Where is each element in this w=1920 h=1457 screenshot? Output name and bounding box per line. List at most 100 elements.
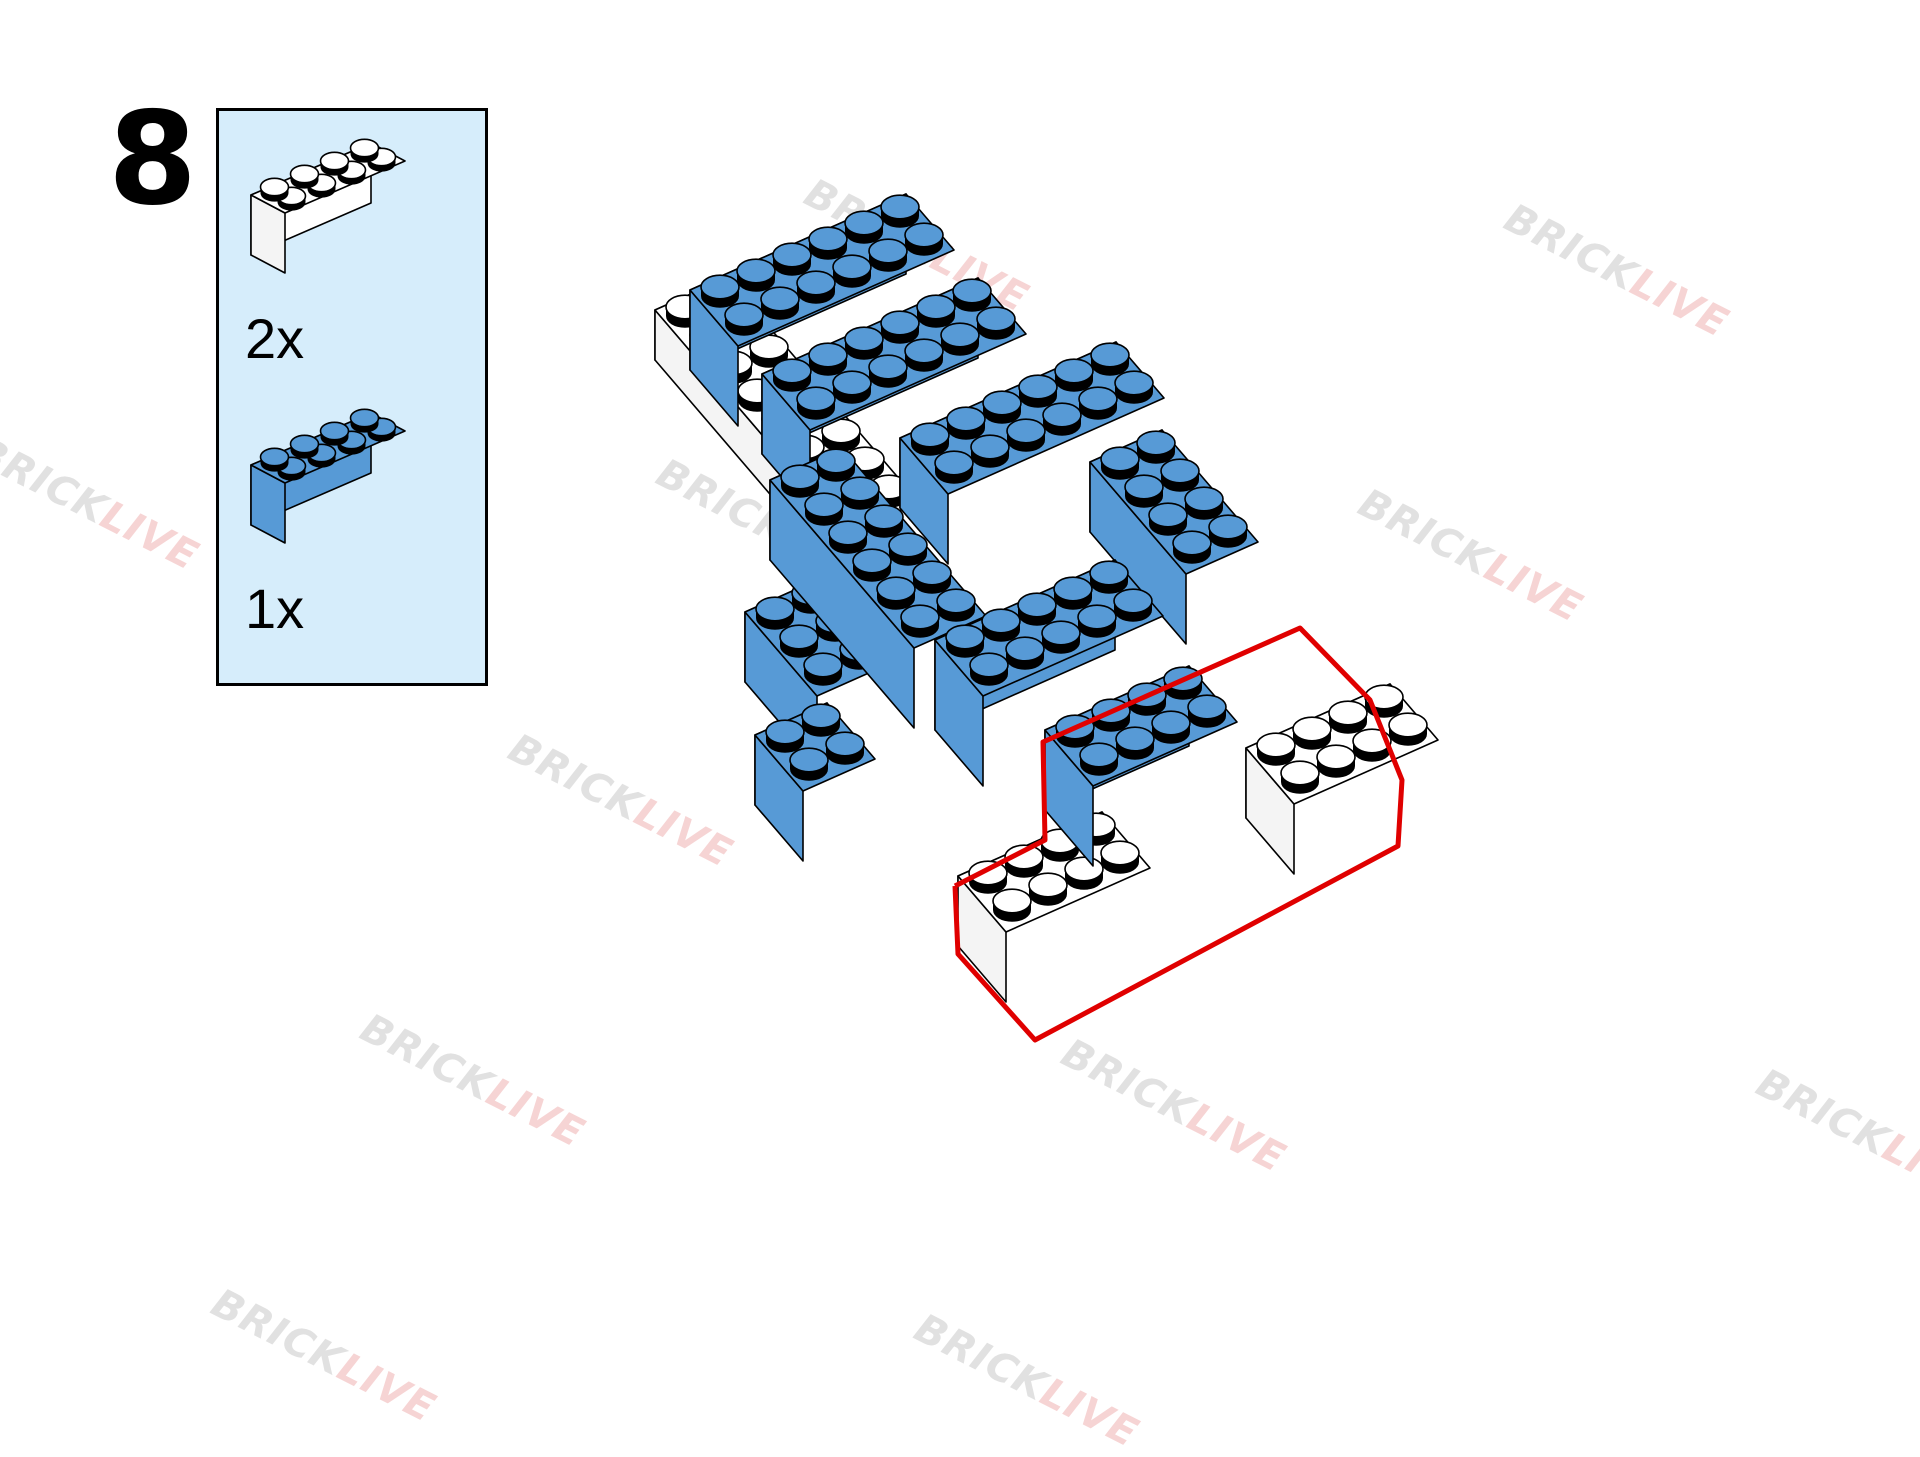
stud xyxy=(1388,712,1428,746)
stud xyxy=(1136,430,1176,464)
new-parts-highlight xyxy=(952,625,1405,1043)
stud xyxy=(1280,760,1320,794)
blue-brick-top-2 xyxy=(761,277,1027,511)
stud xyxy=(904,338,944,372)
stud xyxy=(1079,742,1119,776)
stud xyxy=(828,520,868,554)
stud xyxy=(772,242,812,276)
part-white-brick-2x4 xyxy=(250,138,406,274)
stud xyxy=(1089,560,1129,594)
stud xyxy=(1053,576,1093,610)
new-white-brick-1 xyxy=(957,811,1151,1003)
stud xyxy=(808,342,848,376)
stud xyxy=(349,408,380,433)
stud xyxy=(832,254,872,288)
stud xyxy=(1005,636,1045,670)
stud xyxy=(868,354,908,388)
stud xyxy=(736,258,776,292)
stud xyxy=(952,278,992,312)
stud xyxy=(1004,844,1044,878)
stud xyxy=(1100,840,1140,874)
blue-brick-left-bottom xyxy=(754,702,876,862)
stud xyxy=(1078,386,1118,420)
panel-brick xyxy=(250,408,406,544)
parts-list-panel: 2x 1x xyxy=(216,108,488,686)
stud xyxy=(832,370,872,404)
part-blue-brick-2x4 xyxy=(250,408,406,544)
panel-brick xyxy=(250,138,406,274)
stud xyxy=(976,306,1016,340)
stud xyxy=(1041,620,1081,654)
stud xyxy=(969,652,1009,686)
stud xyxy=(760,286,800,320)
stud xyxy=(1187,694,1227,728)
stud xyxy=(1115,726,1155,760)
stud xyxy=(936,588,976,622)
stud xyxy=(796,386,836,420)
stud xyxy=(1017,592,1057,626)
stud xyxy=(1113,588,1153,622)
stud xyxy=(803,652,843,686)
stud xyxy=(1114,370,1154,404)
stud xyxy=(916,294,956,328)
stud xyxy=(1256,732,1296,766)
stud xyxy=(888,532,928,566)
stud xyxy=(1151,710,1191,744)
stud xyxy=(1090,342,1130,376)
stud xyxy=(700,274,740,308)
stud xyxy=(940,322,980,356)
stud xyxy=(946,406,986,440)
blue-brick-top-1 xyxy=(689,193,955,427)
stud xyxy=(259,177,290,202)
stud xyxy=(319,421,350,446)
stud xyxy=(724,302,764,336)
stud xyxy=(864,504,904,538)
blue-brick-center-long xyxy=(769,447,987,729)
stud xyxy=(1077,604,1117,638)
stud xyxy=(934,450,974,484)
stud xyxy=(816,448,856,482)
stud xyxy=(904,222,944,256)
stud xyxy=(876,576,916,610)
stud xyxy=(1172,530,1212,564)
stud xyxy=(1028,872,1068,906)
stud xyxy=(1316,744,1356,778)
stud xyxy=(945,624,985,658)
stud xyxy=(821,418,861,452)
stud xyxy=(1148,502,1188,536)
stud xyxy=(825,731,865,765)
stud xyxy=(880,310,920,344)
stud xyxy=(1006,418,1046,452)
stud xyxy=(982,390,1022,424)
stud xyxy=(880,194,920,228)
stud xyxy=(1100,446,1140,480)
stud xyxy=(1208,514,1248,548)
stud xyxy=(804,492,844,526)
stud xyxy=(289,164,320,189)
stud xyxy=(900,604,940,638)
stud xyxy=(1054,358,1094,392)
part-quantity: 2x xyxy=(245,307,305,370)
stud xyxy=(844,210,884,244)
blue-brick-right xyxy=(1089,429,1259,645)
blue-brick-front xyxy=(934,559,1164,787)
stud xyxy=(796,270,836,304)
stud xyxy=(844,326,884,360)
stud xyxy=(840,476,880,510)
stud xyxy=(349,138,380,163)
new-white-brick-2 xyxy=(1245,683,1439,875)
stud xyxy=(1018,374,1058,408)
stud xyxy=(772,358,812,392)
stud xyxy=(1160,458,1200,492)
stud xyxy=(780,464,820,498)
stud xyxy=(1064,856,1104,890)
stud xyxy=(1328,700,1368,734)
stud xyxy=(765,719,805,753)
stud xyxy=(259,447,290,472)
stud xyxy=(970,434,1010,468)
stud xyxy=(779,624,819,658)
stud xyxy=(808,226,848,260)
stud xyxy=(910,422,950,456)
stud xyxy=(801,703,841,737)
blue-brick-mid-1 xyxy=(899,341,1165,565)
